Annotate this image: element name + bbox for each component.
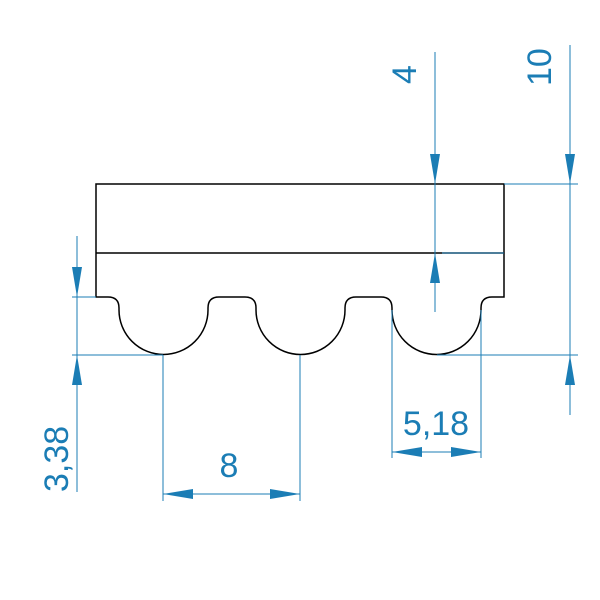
dimension-label-8: 8 — [220, 447, 239, 485]
arrow-left-icon — [163, 489, 193, 499]
dimension-label-10: 10 — [521, 48, 559, 86]
dimension-tooth-width: 5,18 — [391, 310, 482, 458]
dimension-tooth-height: 4 — [386, 52, 504, 312]
dimension-label-5-18: 5,18 — [403, 405, 469, 443]
arrow-down-icon — [72, 267, 82, 297]
arrow-up-icon — [565, 355, 575, 385]
arrow-down-icon — [430, 154, 440, 184]
arrow-down-icon — [565, 154, 575, 184]
dimension-tooth-depth: 3,38 — [38, 236, 163, 492]
arrow-right-icon — [270, 489, 300, 499]
belt-outline — [95, 183, 505, 356]
arrow-left-icon — [392, 447, 422, 457]
arrow-up-icon — [430, 253, 440, 283]
arrow-up-icon — [72, 355, 82, 385]
dimension-total-height: 10 — [437, 45, 578, 415]
arrow-right-icon — [451, 447, 481, 457]
belt-body — [95, 183, 505, 356]
dimension-label-3-38: 3,38 — [38, 426, 76, 492]
dimension-label-4: 4 — [386, 65, 424, 84]
dimension-pitch: 8 — [162, 355, 301, 501]
